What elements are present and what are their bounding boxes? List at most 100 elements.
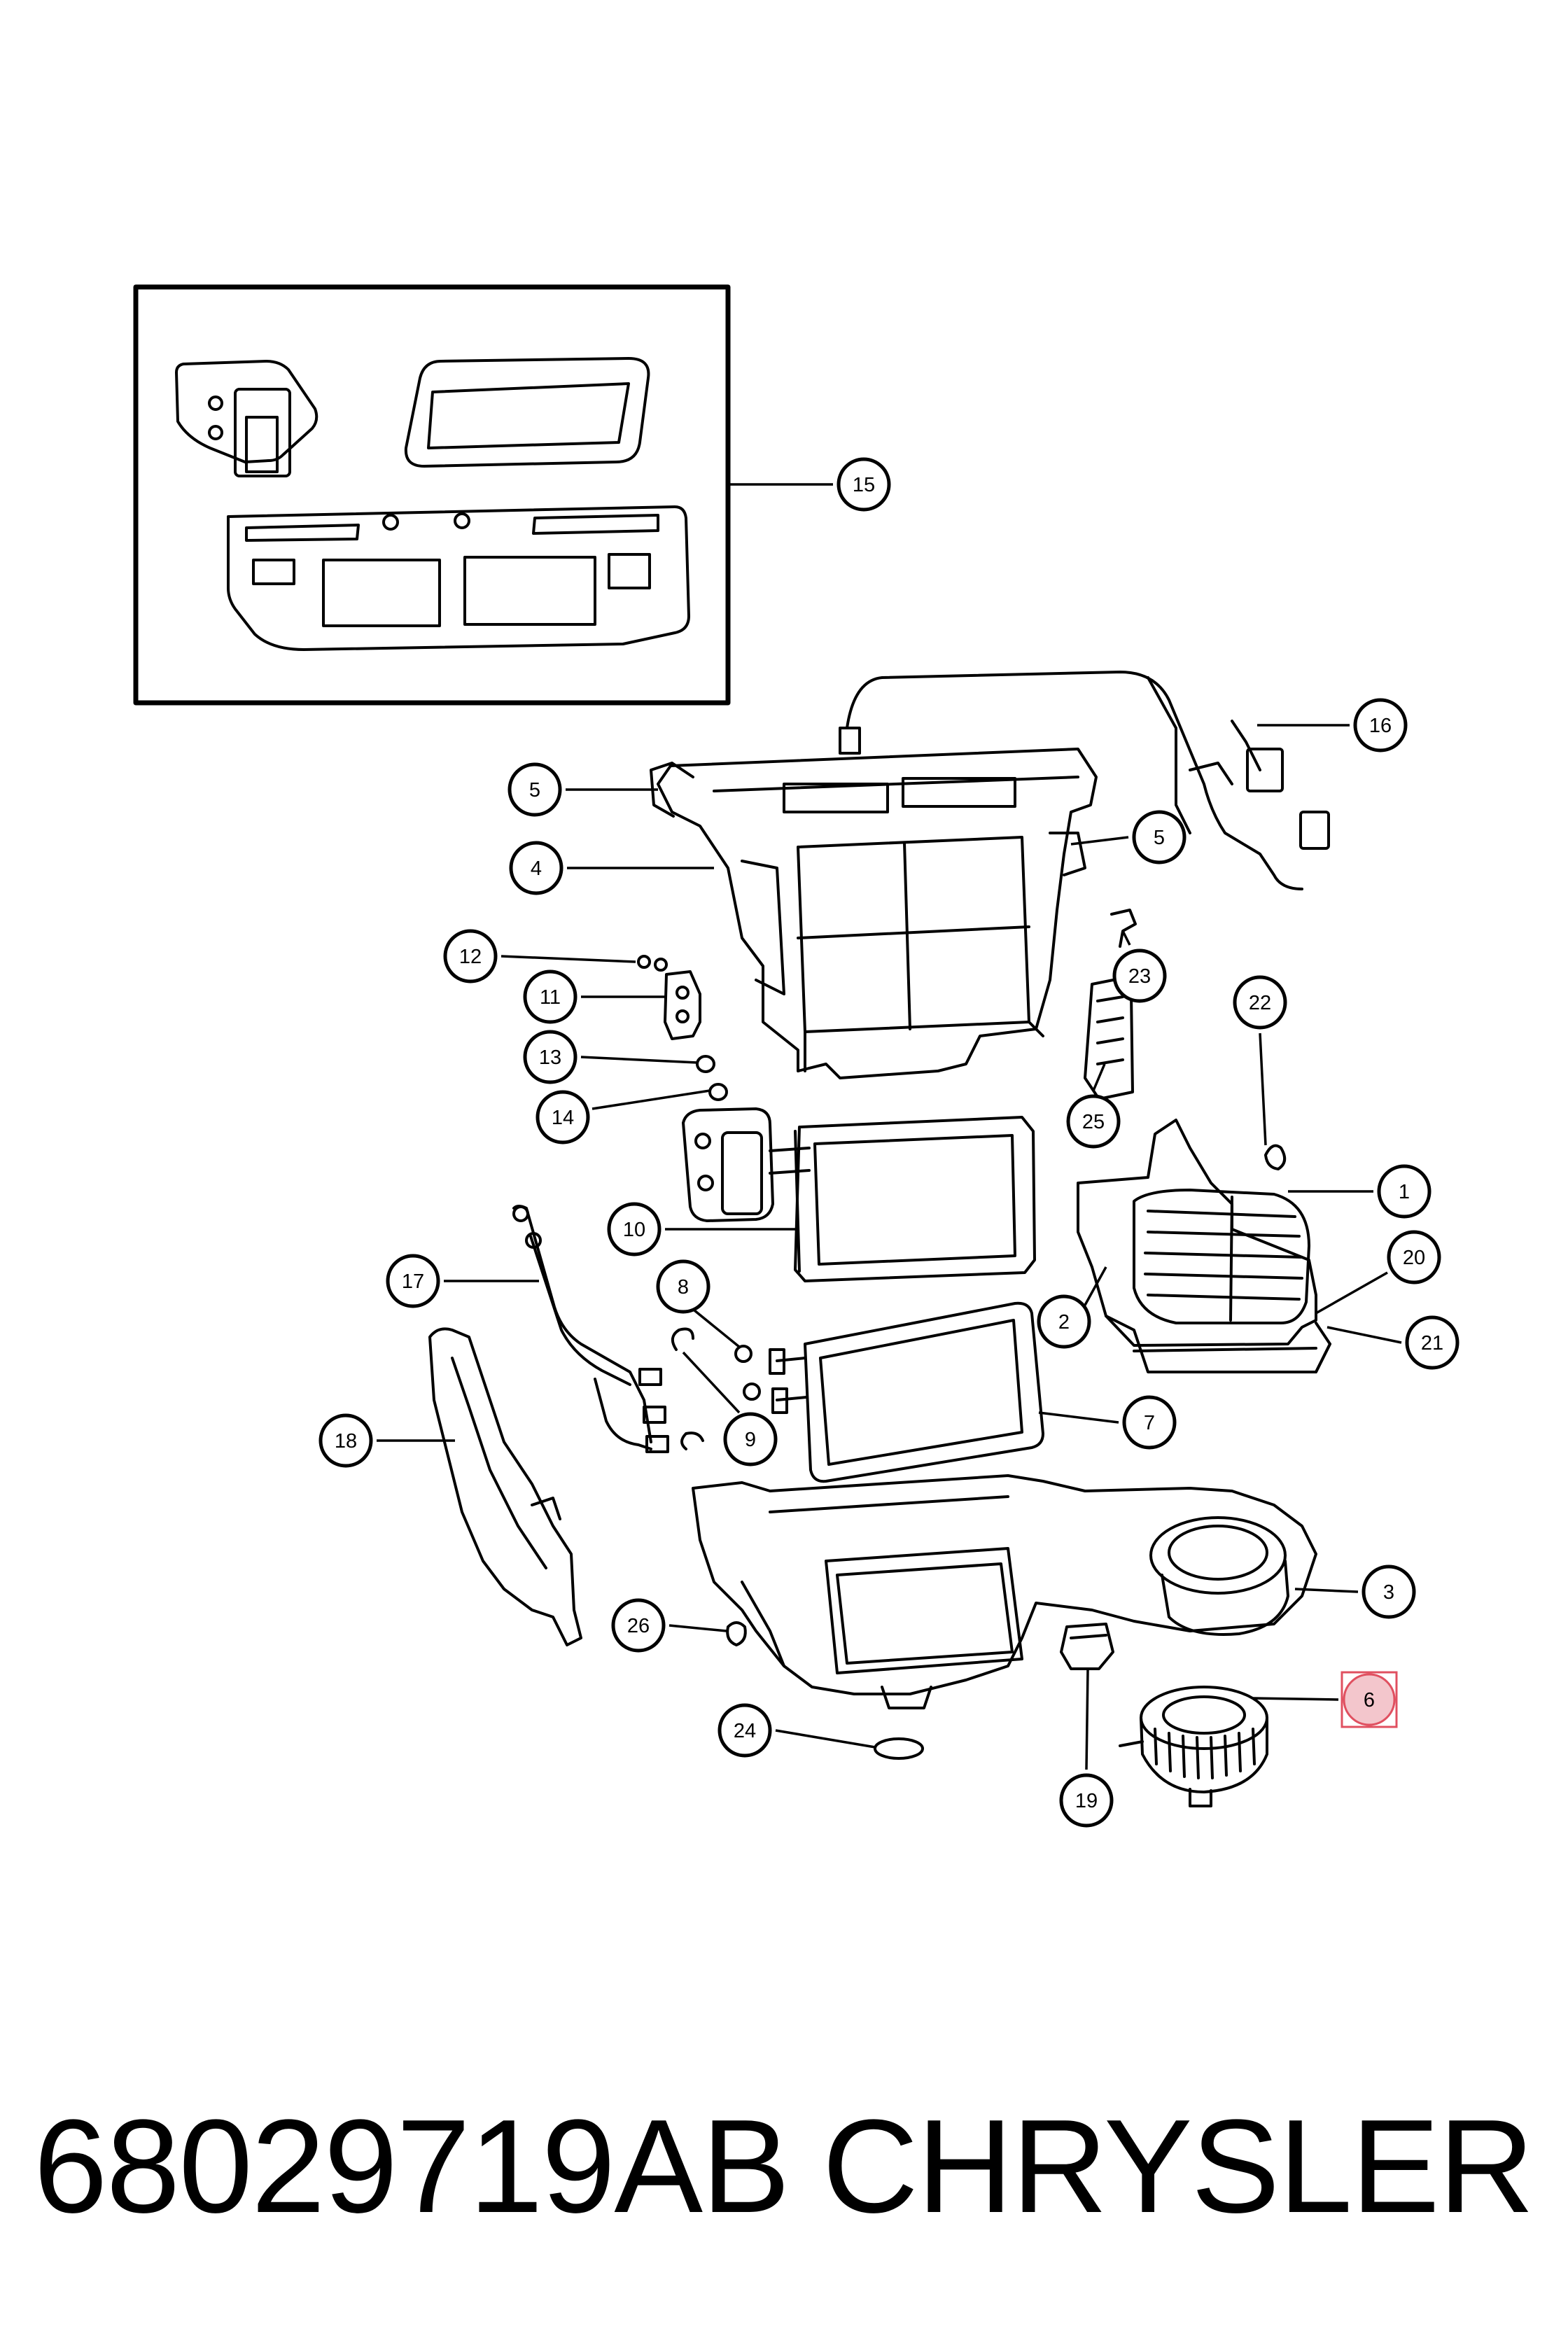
- callout-label: 5: [529, 779, 540, 802]
- callout-label: 2: [1058, 1311, 1070, 1334]
- callout-label: 10: [623, 1219, 645, 1241]
- callout-circle: [1377, 1164, 1432, 1219]
- callout-circle: [1405, 1315, 1460, 1370]
- callout-label: 23: [1128, 965, 1151, 988]
- callout-7[interactable]: 7: [1122, 1395, 1177, 1450]
- callouts: 1234556789101112131415161718192021222324…: [318, 457, 1460, 1828]
- callout-6[interactable]: 6: [1340, 1671, 1398, 1728]
- callout-label: 5: [1154, 827, 1165, 849]
- seals-and-clips: [671, 1327, 761, 1450]
- drain-fitting: [726, 1621, 747, 1646]
- callout-label: 18: [335, 1430, 357, 1452]
- callout-21[interactable]: 21: [1405, 1315, 1460, 1370]
- highlight-box: [1340, 1671, 1398, 1728]
- callout-circle: [836, 457, 891, 512]
- callout-circle: [1059, 1773, 1114, 1828]
- callout-circle: [611, 1598, 666, 1653]
- sensor-clip: [1110, 909, 1137, 948]
- callout-circle: [523, 1030, 578, 1084]
- callout-5[interactable]: 5: [1132, 810, 1186, 864]
- blower-motor: [1119, 1686, 1268, 1807]
- callout-label: 26: [627, 1615, 650, 1637]
- leader-line-21: [1326, 1326, 1402, 1344]
- nuts: [637, 955, 668, 972]
- callout-16[interactable]: 16: [1353, 698, 1408, 752]
- brand-name: CHRYSLER: [822, 2092, 1534, 2241]
- callout-15[interactable]: 15: [836, 457, 891, 512]
- callout-19[interactable]: 19: [1059, 1773, 1114, 1828]
- callout-circle: [1353, 698, 1408, 752]
- callout-5[interactable]: 5: [507, 762, 562, 817]
- leader-line-5: [1070, 836, 1129, 846]
- o-ring-14: [708, 1083, 728, 1101]
- callout-label: 24: [734, 1720, 756, 1742]
- callout-circle: [386, 1254, 440, 1308]
- callout-circle: [1037, 1294, 1091, 1349]
- callout-1[interactable]: 1: [1377, 1164, 1432, 1219]
- callout-circle: [723, 1412, 778, 1466]
- callout-label: 1: [1399, 1181, 1410, 1203]
- leader-line-22: [1259, 1032, 1267, 1146]
- callout-11[interactable]: 11: [523, 969, 578, 1024]
- callout-14[interactable]: 14: [536, 1090, 590, 1144]
- callout-3[interactable]: 3: [1362, 1564, 1416, 1619]
- callout-label: 4: [531, 858, 542, 880]
- callout-label: 7: [1144, 1412, 1155, 1434]
- callout-label: 20: [1403, 1247, 1425, 1269]
- callout-10[interactable]: 10: [607, 1202, 662, 1256]
- part-number: 68029719AB: [34, 2092, 790, 2241]
- callout-circle: [443, 929, 498, 983]
- screw-22: [1264, 1144, 1287, 1170]
- callout-label: 16: [1369, 715, 1392, 737]
- leader-line-6: [1252, 1697, 1339, 1701]
- callout-label: 9: [745, 1429, 756, 1451]
- callout-circle: [536, 1090, 590, 1144]
- callout-17[interactable]: 17: [386, 1254, 440, 1308]
- callout-label: 19: [1075, 1790, 1098, 1812]
- callout-13[interactable]: 13: [523, 1030, 578, 1084]
- callout-circle: [607, 1202, 662, 1256]
- refrigerant-lines: [512, 1205, 669, 1453]
- callout-circle: [718, 1703, 772, 1758]
- leader-line-20: [1315, 1271, 1388, 1315]
- callout-12[interactable]: 12: [443, 929, 498, 983]
- leader-line-9: [682, 1351, 741, 1414]
- callout-25[interactable]: 25: [1066, 1094, 1121, 1149]
- callout-23[interactable]: 23: [1112, 948, 1167, 1003]
- callout-label: 12: [459, 946, 482, 968]
- leader-lines: [377, 483, 1402, 1770]
- callout-8[interactable]: 8: [656, 1259, 710, 1314]
- callout-9[interactable]: 9: [723, 1412, 778, 1466]
- leader-line-26: [668, 1624, 727, 1632]
- callout-label: 25: [1082, 1111, 1105, 1133]
- callout-circle: [1122, 1395, 1177, 1450]
- expansion-valve: [664, 970, 701, 1040]
- callout-22[interactable]: 22: [1233, 975, 1287, 1030]
- leader-line-13: [580, 1056, 698, 1064]
- hvac-exploded-diagram: 1234556789101112131415161718192021222324…: [133, 284, 1460, 1828]
- gasket: [874, 1737, 924, 1760]
- callout-circle: [509, 841, 564, 895]
- callout-circle: [523, 969, 578, 1024]
- hvac-upper-housing: [650, 748, 1098, 1079]
- callout-20[interactable]: 20: [1387, 1230, 1441, 1284]
- callout-26[interactable]: 26: [611, 1598, 666, 1653]
- heater-core: [769, 1301, 1044, 1483]
- callout-circle: [1233, 975, 1287, 1030]
- leader-line-3: [1294, 1588, 1359, 1593]
- callout-4[interactable]: 4: [509, 841, 564, 895]
- callout-18[interactable]: 18: [318, 1413, 373, 1468]
- callout-circle: [1362, 1564, 1416, 1619]
- callout-label: 13: [539, 1046, 561, 1069]
- callout-circle: [656, 1259, 710, 1314]
- inset-box: [133, 284, 731, 706]
- footer: 68029719AB CHRYSLER: [0, 2072, 1568, 2254]
- leader-line-24: [775, 1729, 876, 1749]
- callout-circle: [1343, 1673, 1396, 1726]
- callout-label: 15: [853, 474, 875, 496]
- callout-circle: [1132, 810, 1186, 864]
- floor-duct: [428, 1327, 582, 1646]
- callout-24[interactable]: 24: [718, 1703, 772, 1758]
- callout-2[interactable]: 2: [1037, 1294, 1091, 1349]
- evaporator: [682, 1107, 1036, 1282]
